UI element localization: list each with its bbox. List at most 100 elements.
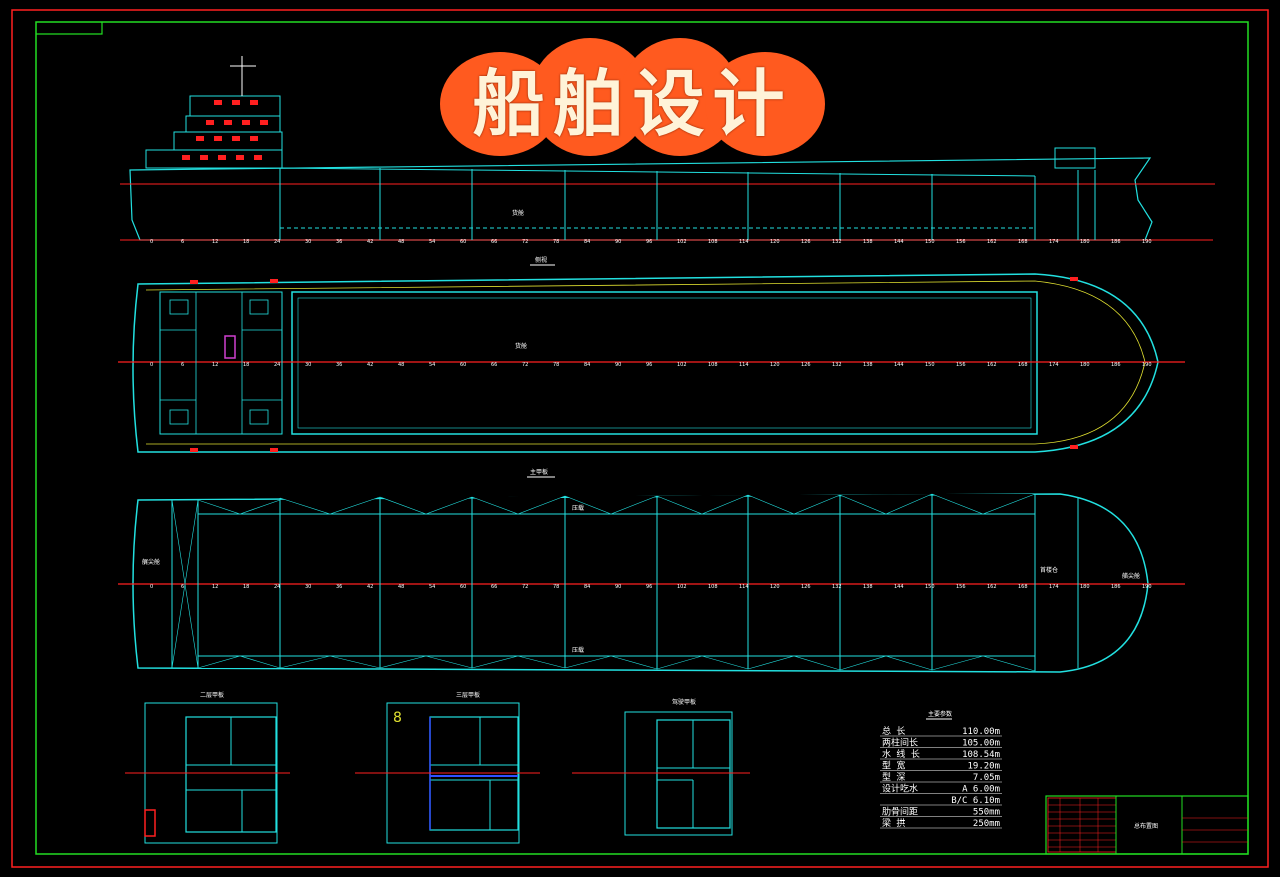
frame-number-label: 36: [336, 239, 342, 245]
sub-plan-2-partitions: [430, 717, 518, 830]
frame-number-label: 156: [956, 584, 966, 590]
frame-number-label: 168: [1018, 362, 1028, 368]
frame-number-label: 138: [863, 584, 873, 590]
title-block-revision-lines: [1048, 798, 1116, 852]
frame-number-label: 114: [739, 239, 749, 245]
frame-number-label: 126: [801, 239, 811, 245]
sub-plan-3-label: 驾驶甲板: [672, 698, 696, 706]
frame-number-label: 84: [584, 362, 590, 368]
frame-number-label: 180: [1080, 362, 1090, 368]
frame-number-label: 132: [832, 239, 842, 245]
hold-plan-top-label: 压载: [572, 504, 584, 512]
frame-number-label: 174: [1049, 362, 1059, 368]
frame-number-label: 102: [677, 362, 687, 368]
profile-view-label: 侧视: [535, 256, 547, 264]
frame-number-label: 156: [956, 362, 966, 368]
sub-plan-1: 二层甲板: [125, 691, 290, 844]
deck-plan-view-label: 主甲板: [530, 468, 548, 476]
frame-number-label: 18: [243, 362, 249, 368]
title-badge: 船舶设计: [440, 38, 825, 156]
frame-number-label: 90: [615, 362, 621, 368]
frame-number-label: 36: [336, 362, 342, 368]
sub-plan-1-label: 二层甲板: [200, 691, 224, 699]
frame-number-label: 132: [832, 584, 842, 590]
frame-number-label: 186: [1111, 239, 1121, 245]
deck-plan-hold-label: 货舱: [515, 342, 527, 350]
param-name: 两柱间长: [882, 737, 918, 749]
window-row-wheelhouse: [214, 100, 258, 105]
frame-number-label: 162: [987, 239, 997, 245]
frame-number-label: 190: [1142, 584, 1152, 590]
frame-number-label: 96: [646, 239, 652, 245]
params-title: 主要参数: [928, 710, 952, 718]
window-row-tier-3: [206, 120, 268, 125]
frame-number-label: 190: [1142, 239, 1152, 245]
frame-number-label: 12: [212, 362, 218, 368]
forecastle: [1054, 147, 1096, 169]
frame-number-label: 126: [801, 362, 811, 368]
frame-number-label: 12: [212, 584, 218, 590]
hold-plan-fore-label: 首楼仓: [1040, 566, 1058, 574]
param-name: 水 线 长: [882, 748, 920, 760]
frame-number-label: 150: [925, 584, 935, 590]
frame-number-label: 78: [553, 362, 559, 368]
corner-tab: [36, 22, 103, 35]
frame-number-label: 108: [708, 362, 718, 368]
window-row-tier-1: [182, 155, 262, 160]
param-value: 110.00m: [962, 727, 1000, 737]
param-value: 19.20m: [967, 762, 1000, 772]
frame-number-label: 42: [367, 362, 373, 368]
frame-number-label: 84: [584, 584, 590, 590]
drawing-name: 总布置图: [1134, 822, 1158, 830]
deck-plan-bollards: [190, 277, 1078, 452]
frame-number-label: 18: [243, 239, 249, 245]
frame-number-label: 54: [429, 584, 435, 590]
frame-number-label: 114: [739, 362, 749, 368]
frame-number-label: 180: [1080, 239, 1090, 245]
frame-number-label: 72: [522, 362, 528, 368]
frame-number-label: 150: [925, 362, 935, 368]
frame-number-label: 150: [925, 239, 935, 245]
cabin-partitions: [160, 292, 282, 434]
frame-number-label: 24: [274, 584, 280, 590]
param-value: 105.00m: [962, 739, 1000, 749]
frame-number-label: 162: [987, 584, 997, 590]
hatch-coaming-inner: [297, 297, 1032, 429]
frame-number-label: 144: [894, 362, 904, 368]
hold-plan-view: 压载 压载 艉尖舱 首楼仓 艏尖舱: [118, 493, 1185, 673]
frame-number-label: 36: [336, 584, 342, 590]
frame-number-label: 24: [274, 362, 280, 368]
profile-bulkheads: [279, 168, 1096, 240]
param-name: 型 宽: [882, 760, 905, 772]
frame-number-label: 42: [367, 584, 373, 590]
param-row: 型 宽 19.20m: [880, 760, 1002, 772]
frame-number-label: 168: [1018, 584, 1028, 590]
frame-number-label: 156: [956, 239, 966, 245]
frame-number-label: 48: [398, 584, 404, 590]
frame-number-label: 174: [1049, 584, 1059, 590]
outer-border: [11, 9, 1269, 868]
frame-number-label: 96: [646, 362, 652, 368]
param-row: 水 线 长 108.54m: [880, 748, 1002, 760]
frame-number-label: 6: [181, 584, 184, 590]
frame-number-label: 186: [1111, 584, 1121, 590]
frame-number-label: 138: [863, 239, 873, 245]
param-value: 108.54m: [962, 750, 1000, 760]
frame-number-label: 78: [553, 239, 559, 245]
param-name: 肋骨间距: [882, 806, 918, 818]
frame-number-label: 126: [801, 584, 811, 590]
frame-number-label: 96: [646, 584, 652, 590]
title-block-frame: [1045, 795, 1249, 855]
frame-number-label: 132: [832, 362, 842, 368]
window-row-tier-2: [196, 136, 258, 141]
profile-hull: [129, 157, 1153, 241]
deck-plan-hull: [132, 273, 1159, 453]
frame-number-label: 6: [181, 362, 184, 368]
frame-number-label: 138: [863, 362, 873, 368]
hold-plan-hull: [132, 493, 1149, 673]
param-name: 梁 拱: [882, 817, 905, 829]
title-block-info-lines: [1182, 817, 1248, 843]
